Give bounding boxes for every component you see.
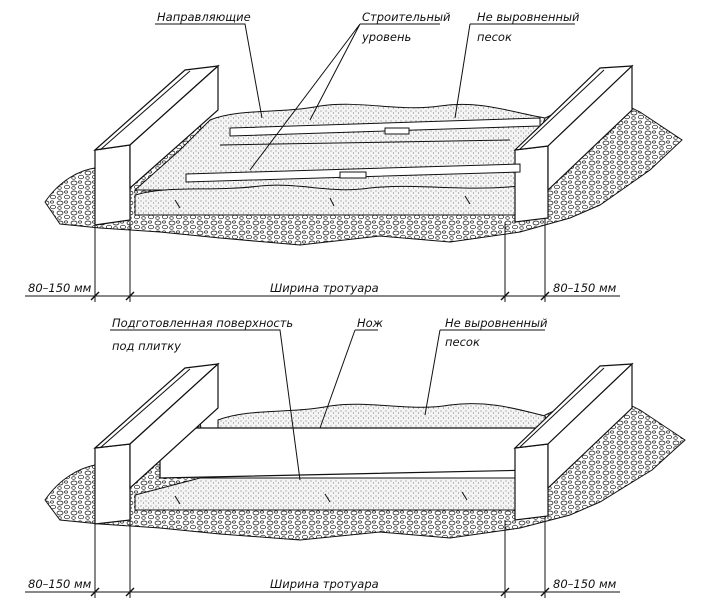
bottom-scene: Подготовленная поверхность под плитку Но… [25, 316, 686, 598]
bottom-dim-left: 80–150 мм [28, 577, 92, 591]
top-level-label-2: уровень [361, 30, 411, 44]
top-left-curb [93, 64, 220, 226]
bottom-right-curb [513, 362, 634, 521]
bottom-surface-leader [110, 329, 301, 481]
top-spirit-level-2 [339, 171, 367, 179]
top-dim-center: Ширина тротуара [270, 281, 379, 295]
bottom-knife-board [159, 427, 536, 479]
bottom-surface-label-1: Подготовленная поверхность [112, 316, 293, 330]
top-sand-leader [454, 23, 575, 119]
bottom-knife-leader [319, 329, 378, 429]
top-level-label-1: Строительный [362, 10, 451, 24]
top-right-curb [513, 64, 634, 223]
top-level-leader [249, 23, 440, 171]
bottom-surface-label-2: под плитку [112, 339, 181, 353]
bottom-back-sand [217, 403, 546, 433]
top-dim-right: 80–150 мм [553, 281, 617, 295]
top-spirit-level [384, 127, 410, 135]
top-sand-label-1: Не выровненный [477, 10, 580, 24]
top-guides-label: Направляющие [157, 10, 251, 24]
top-sand-bed [134, 184, 521, 216]
bottom-dimensions [25, 516, 620, 598]
bottom-dim-right: 80–150 мм [553, 577, 617, 591]
bottom-prepared-surface [134, 477, 521, 511]
top-scene: Направляющие Строительный уровень Не выр… [25, 10, 683, 302]
bottom-sand-leader [424, 329, 545, 416]
bottom-sand-label-1: Не выровненный [445, 316, 548, 330]
bottom-dim-center: Ширина тротуара [270, 577, 379, 591]
top-dimensions [25, 218, 620, 302]
top-sand-label-2: песок [477, 30, 512, 44]
bottom-left-curb [93, 362, 220, 525]
bottom-sand-label-2: песок [445, 335, 480, 349]
top-dim-left: 80–150 мм [28, 281, 92, 295]
top-guides-leader [155, 23, 263, 119]
bottom-knife-label: Нож [357, 316, 384, 330]
